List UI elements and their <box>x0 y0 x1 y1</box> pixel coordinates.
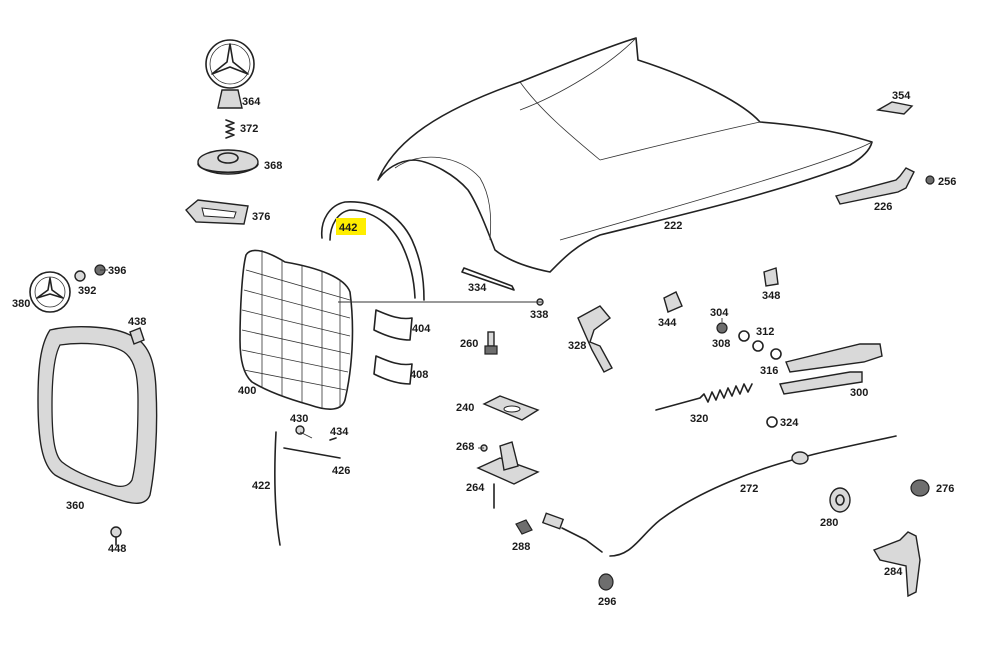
hinge-300-part <box>779 343 883 395</box>
nut-256-part <box>925 175 935 185</box>
hood-part <box>377 37 873 273</box>
badge-part <box>29 271 71 313</box>
callout-296: 296 <box>598 596 616 608</box>
cable-end-part <box>541 512 603 553</box>
bolt-260-part <box>484 331 498 355</box>
clip-438-part <box>129 327 145 345</box>
callout-364: 364 <box>242 96 261 108</box>
grommet-296-part <box>598 573 614 591</box>
callout-344: 344 <box>658 317 677 329</box>
callout-240: 240 <box>456 402 474 414</box>
callout-labels: 442 364 372 368 376 396 392 380 438 360 … <box>12 90 956 608</box>
strip-334-part <box>461 267 515 291</box>
latch-328-part <box>577 305 613 373</box>
clip-392-part <box>74 270 86 282</box>
clip-430-part <box>295 425 305 435</box>
callout-272: 272 <box>740 483 758 495</box>
grille-part <box>239 249 354 410</box>
callout-226: 226 <box>874 201 892 213</box>
callout-448: 448 <box>108 543 126 555</box>
fender-arch-part <box>320 201 425 301</box>
callout-404: 404 <box>412 323 431 335</box>
callout-376: 376 <box>252 211 270 223</box>
callout-288: 288 <box>512 541 530 553</box>
washer-324-part <box>766 416 778 428</box>
callout-312: 312 <box>756 326 774 338</box>
bracket-354-part <box>875 101 914 115</box>
pad-344-part <box>663 291 683 313</box>
callout-400: 400 <box>238 385 256 397</box>
callout-276: 276 <box>936 483 954 495</box>
catch-264-part <box>476 441 540 509</box>
callout-316: 316 <box>760 365 778 377</box>
leader-lines <box>100 269 723 449</box>
strip-408-part <box>373 355 413 385</box>
washer-316-part <box>770 348 782 360</box>
spring-part <box>225 119 235 139</box>
cable-272-part <box>609 435 897 557</box>
callout-284: 284 <box>884 566 903 578</box>
callout-396: 396 <box>108 265 126 277</box>
hinge-226-part <box>834 167 915 205</box>
callout-328: 328 <box>568 340 586 352</box>
clip-288-part <box>515 519 533 535</box>
strip-404-part <box>373 309 413 341</box>
callout-392: 392 <box>78 285 96 297</box>
screw-448-part <box>110 526 122 546</box>
callout-434: 434 <box>330 426 349 438</box>
grille-frame-part <box>37 326 158 504</box>
callout-304: 304 <box>710 307 729 319</box>
grommet-276-part <box>910 479 930 497</box>
callout-324: 324 <box>780 417 799 429</box>
callout-222: 222 <box>664 220 682 232</box>
strip-426-part <box>283 447 341 459</box>
callout-372: 372 <box>240 123 258 135</box>
callout-308: 308 <box>712 338 730 350</box>
grille-mesh <box>241 250 351 408</box>
callout-268: 268 <box>456 441 474 453</box>
callout-368: 368 <box>264 160 282 172</box>
clip-434-part <box>329 437 337 441</box>
callout-354: 354 <box>892 90 911 102</box>
callout-264: 264 <box>466 482 485 494</box>
emblem-base-part <box>197 149 259 175</box>
callout-360: 360 <box>66 500 84 512</box>
callout-300: 300 <box>850 387 868 399</box>
knob-280-part <box>829 487 851 513</box>
spring-320-part <box>655 383 753 411</box>
washer-308-part <box>738 330 750 342</box>
callout-438: 438 <box>128 316 146 328</box>
nut-304-part <box>716 322 728 334</box>
handle-284-part <box>872 531 921 598</box>
callout-260: 260 <box>460 338 478 350</box>
plate-240-part <box>482 395 540 421</box>
callout-380: 380 <box>12 298 30 310</box>
callout-320: 320 <box>690 413 708 425</box>
callout-426: 426 <box>332 465 350 477</box>
washer-312-part <box>752 340 764 352</box>
callout-408: 408 <box>410 369 428 381</box>
callout-338: 338 <box>530 309 548 321</box>
rod-422-part <box>274 431 281 546</box>
callout-430: 430 <box>290 413 308 425</box>
callout-422: 422 <box>252 480 270 492</box>
callout-334: 334 <box>468 282 487 294</box>
gasket-part <box>185 199 249 225</box>
star-emblem-part <box>205 39 255 109</box>
callout-256: 256 <box>938 176 956 188</box>
callout-442: 442 <box>339 222 357 234</box>
callout-280: 280 <box>820 517 838 529</box>
pad-348-part <box>763 267 779 287</box>
highlight-box <box>336 218 366 235</box>
callout-348: 348 <box>762 290 780 302</box>
